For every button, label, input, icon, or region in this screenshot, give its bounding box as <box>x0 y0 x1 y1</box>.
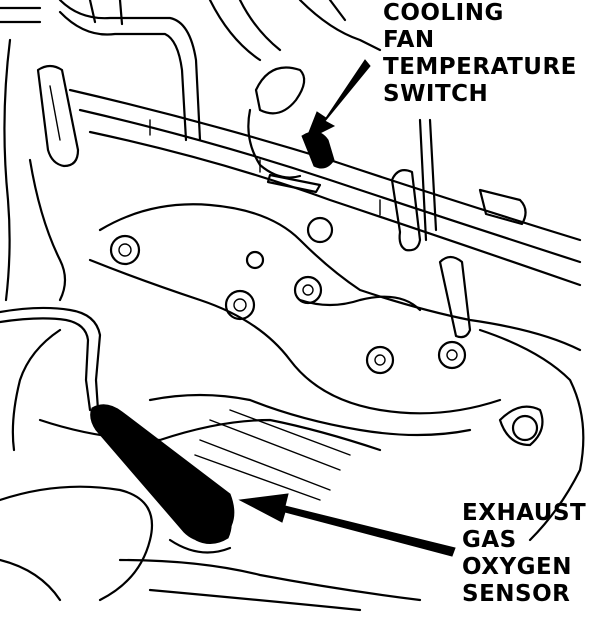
label-line: FAN <box>383 27 435 53</box>
left-bracket <box>3 38 80 302</box>
temperature-switch <box>247 59 371 194</box>
label-line: SWITCH <box>383 81 489 107</box>
manifold-rail <box>68 88 582 287</box>
engine-block <box>0 203 585 612</box>
oxygen-sensor-label: EXHAUST GAS OXYGEN SENSOR <box>462 500 586 608</box>
label-line: EXHAUST <box>462 500 587 526</box>
label-line: TEMPERATURE <box>383 54 577 80</box>
label-line: GAS <box>462 527 517 553</box>
label-line: COOLING <box>383 0 504 26</box>
oxygen-sensor <box>0 306 235 554</box>
bolts <box>109 216 539 442</box>
temperature-switch-label: COOLING FAN TEMPERATURE SWITCH <box>383 0 577 108</box>
label-line: SENSOR <box>462 581 571 607</box>
label-line: OXYGEN <box>462 554 572 580</box>
right-bracket <box>390 118 527 339</box>
upper-hose-pipes <box>0 0 382 142</box>
oxygen-sensor-arrow <box>238 493 456 557</box>
